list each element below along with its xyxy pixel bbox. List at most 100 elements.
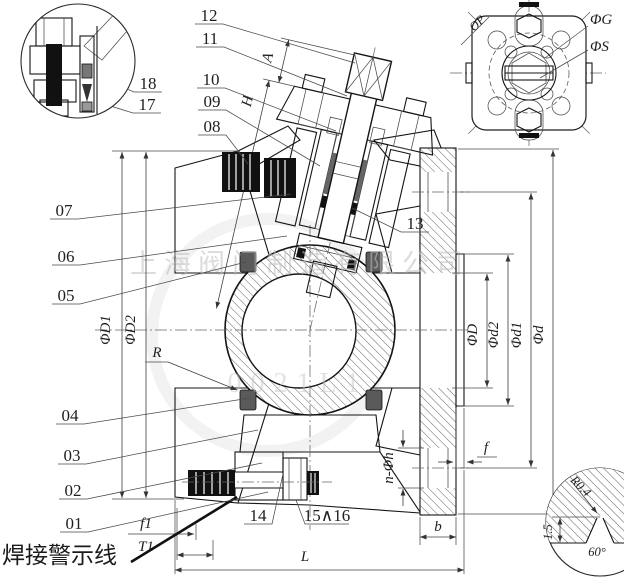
dim-label-phiS: ΦS <box>590 39 609 55</box>
watermark-number: 0021L1 <box>227 368 368 399</box>
ball-bore <box>241 273 357 389</box>
part-label-02: 02 <box>65 481 82 500</box>
gland-stud <box>264 158 296 198</box>
dim-label-phid2: Φd2 <box>486 321 502 348</box>
part-label-17: 17 <box>139 95 157 114</box>
part-labels: 01 02 03 04 05 06 07 08 09 10 11 12 13 1… <box>56 6 424 533</box>
side-tab-left <box>465 62 473 84</box>
hex-bolt-bottom <box>516 107 542 133</box>
part-label-12: 12 <box>201 6 218 25</box>
mount-hole <box>551 30 571 50</box>
dim-label-phiG: ΦG <box>590 12 612 28</box>
flange-bolt-hole-right <box>393 110 420 151</box>
groove-material <box>546 468 624 543</box>
right-flange <box>412 147 470 516</box>
seal-ring-18 <box>81 63 93 79</box>
dim-label-H: H <box>239 93 258 109</box>
flange-bolt-hole-left <box>297 88 325 129</box>
mount-hole <box>487 30 507 50</box>
side-tab-right <box>585 62 593 84</box>
dim-label-phid: Φd <box>531 325 547 344</box>
mount-hole-small <box>504 45 518 59</box>
stud-thread-right <box>307 471 319 495</box>
part-label-08: 08 <box>204 117 221 136</box>
seat-upper-right <box>365 251 383 273</box>
gasket-strip <box>79 35 95 113</box>
part-label-04: 04 <box>62 406 80 425</box>
part-label-11: 11 <box>202 29 218 48</box>
dim-label-b: b <box>434 519 442 535</box>
main-section-view: A H <box>95 37 470 530</box>
seal-ring-17 <box>82 84 92 102</box>
part-label-06: 06 <box>58 247 75 266</box>
part-label-13: 13 <box>407 214 424 233</box>
stem <box>317 90 378 245</box>
gland-left <box>326 116 343 136</box>
dim-label-angle: 60° <box>588 545 606 559</box>
watermark-company: 上海阀门制造有限公司 <box>130 249 470 279</box>
stem-hex <box>511 52 547 94</box>
body-bottom-right-edge <box>379 451 421 513</box>
body-right-lower <box>375 387 421 456</box>
dim-label-f1: f1 <box>140 516 152 532</box>
bonnet-stem-assembly: A H <box>215 37 434 336</box>
bolt-circle <box>488 32 570 114</box>
bottom-dimensions: f1 T1 L <box>128 470 465 574</box>
leader-R04 <box>571 481 598 514</box>
dim-label-L: L <box>300 549 309 565</box>
part-leaders <box>50 23 429 533</box>
leader-phiG <box>544 25 589 59</box>
dim-line-A <box>277 39 290 83</box>
leader-R <box>167 361 238 391</box>
gland-right <box>369 126 386 146</box>
part-label-05: 05 <box>58 286 75 305</box>
dim-label-depth: 1.5 <box>541 524 555 540</box>
dim-label-phid1: Φd1 <box>509 322 525 348</box>
weld-warning-leader <box>130 495 238 564</box>
part-label-10: 10 <box>203 70 220 89</box>
body-stud-assembly <box>182 451 332 501</box>
stud-shank <box>235 472 283 488</box>
dim-line-H <box>215 80 271 309</box>
weld-warning-text: 焊接警示线 <box>2 543 117 568</box>
seat-lower-left <box>239 389 257 411</box>
body-neck-right <box>368 148 411 249</box>
mount-hole-small <box>540 87 554 101</box>
part-label-01: 01 <box>66 514 83 533</box>
dim-label-phiD: ΦD <box>465 324 481 346</box>
hex-nut <box>282 457 308 501</box>
part-label-14: 14 <box>250 506 268 525</box>
stem-tang <box>305 260 338 299</box>
stem-seal-left <box>296 247 307 259</box>
stem-seal-right <box>346 258 357 271</box>
stem-boss <box>501 45 557 101</box>
flange-bolt-head-right <box>402 97 427 117</box>
dim-label-n-phih: n-Φh <box>381 452 397 483</box>
left-dimensions: ΦD1 ΦD2 R <box>98 150 240 500</box>
top-view-flange: OP ΦG ΦS <box>450 0 612 146</box>
weld-groove-detail: R0.4 1.5 60° <box>541 467 624 577</box>
dim-label-A: A <box>259 51 277 65</box>
mount-hole-small <box>504 87 518 101</box>
hex-bolt-top <box>516 13 542 39</box>
flange-edge-magnified <box>83 4 135 61</box>
detail-view-bolt <box>20 3 136 119</box>
part-label-03: 03 <box>64 446 81 465</box>
part-label-09: 09 <box>204 92 221 111</box>
dim-label-R: R <box>151 345 161 361</box>
stem-adapter <box>293 232 363 274</box>
part-label-18: 18 <box>140 74 157 93</box>
mount-hole <box>487 96 507 116</box>
mounting-flange <box>275 85 434 156</box>
flange-bolt-head-left <box>301 73 326 94</box>
dim-label-phiD2: ΦD2 <box>123 315 139 345</box>
right-dimensions: ΦD Φd2 Φd1 Φd n-Φh f b <box>381 148 559 545</box>
bolt-shaft <box>46 44 62 106</box>
part-label-15-16: 15∧16 <box>304 506 350 525</box>
dim-label-phiD1: ΦD1 <box>98 315 114 345</box>
mount-hole <box>551 96 571 116</box>
dim-label-f: f <box>484 440 490 456</box>
gland-nut <box>222 152 260 192</box>
